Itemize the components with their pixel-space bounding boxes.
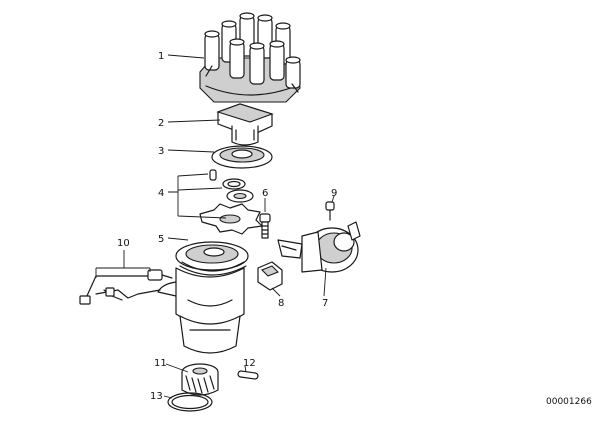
- callout-2: 2: [158, 118, 164, 129]
- pin: [237, 370, 259, 380]
- trigger-wheel: [199, 203, 263, 235]
- vacuum-advance-unit: [277, 221, 361, 273]
- screw: [259, 213, 271, 239]
- small-parts: [209, 169, 254, 203]
- callout-1: 1: [158, 51, 164, 62]
- callout-5: 5: [158, 234, 164, 245]
- rotor: [216, 103, 274, 146]
- wiring-harness: [79, 269, 173, 305]
- callout-3: 3: [158, 146, 164, 157]
- callout-10: 10: [117, 238, 130, 249]
- callout-9: 9: [331, 188, 337, 199]
- callout-7: 7: [322, 298, 328, 309]
- callout-11: 11: [154, 358, 167, 369]
- bracket: [257, 261, 283, 291]
- callout-12: 12: [243, 358, 256, 369]
- callout-6: 6: [262, 188, 268, 199]
- drive-gear: [181, 363, 219, 396]
- callout-numbers: 1 2 3 4 5 6 7 8 9 10 11 12 13: [117, 51, 337, 402]
- callout-4: 4: [158, 188, 164, 199]
- leader-lines: [95, 54, 335, 399]
- vacuum-bolt: [325, 201, 335, 221]
- o-ring: [167, 392, 213, 412]
- distributor-housing: [157, 241, 249, 354]
- callout-13: 13: [150, 391, 163, 402]
- callout-8: 8: [278, 298, 284, 309]
- distributor-cap: [199, 12, 301, 103]
- shield-disc: [211, 145, 273, 169]
- diagram-reference-code: 00001266: [546, 397, 592, 407]
